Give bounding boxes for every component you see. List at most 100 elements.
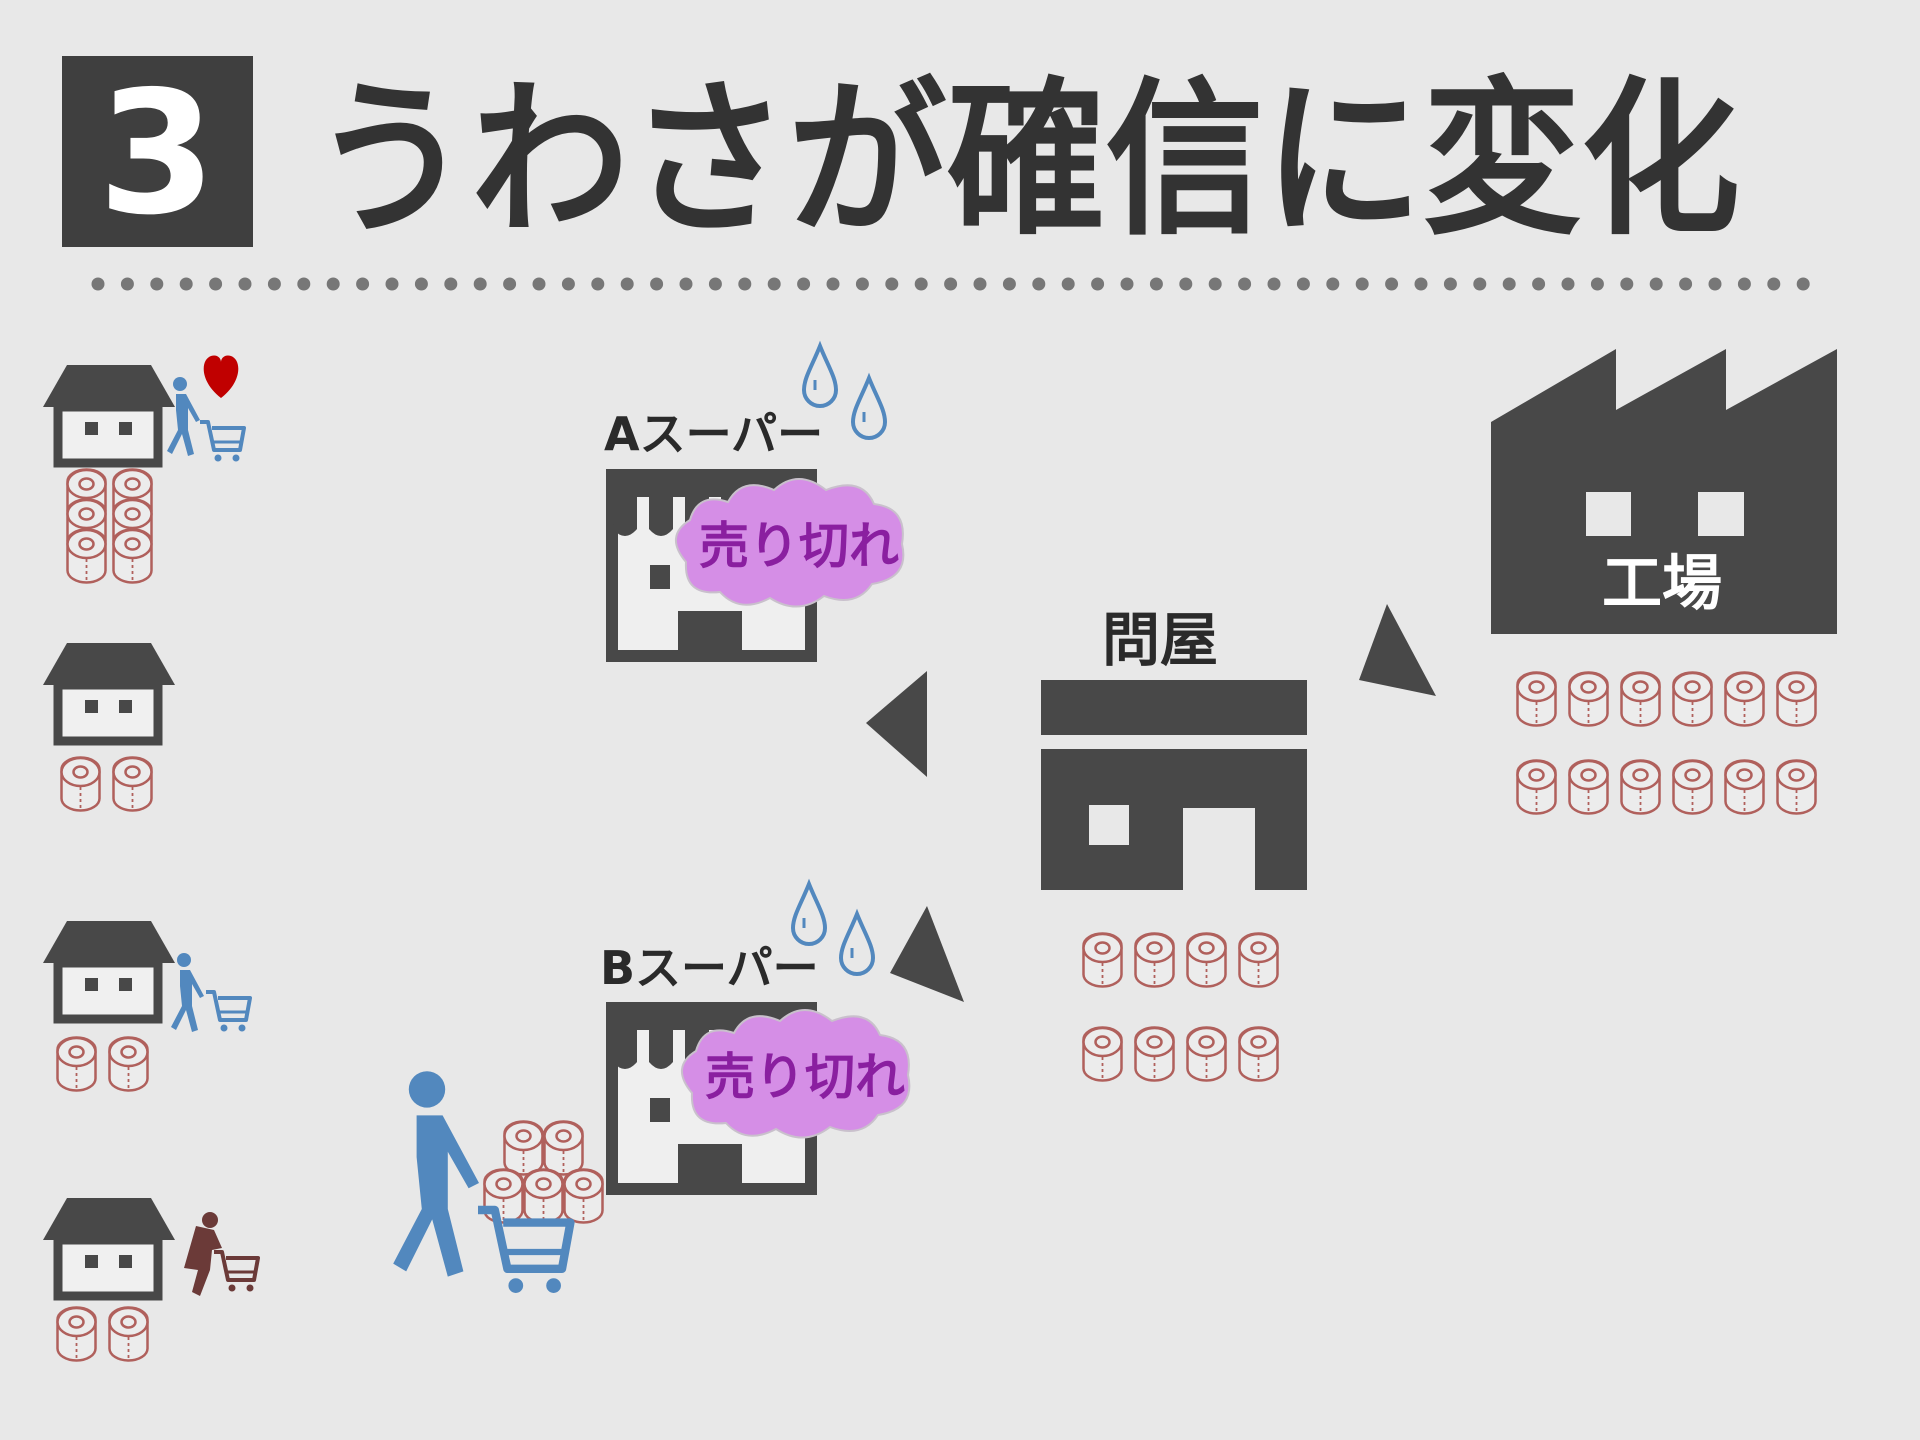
divider-dot bbox=[914, 277, 928, 291]
divider-dot bbox=[1120, 277, 1134, 291]
household-4 bbox=[43, 1198, 260, 1362]
rolls bbox=[56, 1036, 149, 1092]
sold-out-badge: 売り切れ bbox=[681, 1009, 911, 1139]
rolls bbox=[1516, 671, 1817, 815]
divider-dot bbox=[797, 277, 811, 291]
toilet-roll-icon bbox=[1186, 1026, 1227, 1082]
divider-dot bbox=[1032, 277, 1046, 291]
toilet-roll-icon bbox=[1724, 759, 1765, 815]
toilet-roll-icon bbox=[563, 1168, 604, 1224]
toilet-roll-icon bbox=[1776, 671, 1817, 727]
divider-dot bbox=[561, 277, 575, 291]
divider-dot bbox=[356, 277, 370, 291]
toilet-roll-icon bbox=[1134, 932, 1175, 988]
divider-dot bbox=[150, 277, 164, 291]
cart-icon bbox=[198, 420, 246, 464]
divider-dot bbox=[1179, 277, 1193, 291]
toilet-roll-icon bbox=[483, 1168, 524, 1224]
divider-dot bbox=[1532, 277, 1546, 291]
section-number-box bbox=[62, 56, 253, 247]
toilet-roll-icon bbox=[1082, 932, 1123, 988]
divider-dot bbox=[1561, 277, 1575, 291]
divider-dot bbox=[1767, 277, 1781, 291]
page-title: うわさが確信に変化 bbox=[312, 62, 1740, 258]
heart-icon bbox=[203, 355, 239, 398]
household-2 bbox=[43, 643, 175, 812]
store-a-label: Aスーパー bbox=[604, 407, 823, 461]
divider-dot bbox=[91, 277, 105, 291]
hoarding-shopper bbox=[393, 1071, 604, 1293]
sold-out-text: 売り切れ bbox=[699, 517, 899, 575]
cart-icon bbox=[478, 1210, 570, 1293]
divider-dot bbox=[1326, 277, 1340, 291]
shopper-icon bbox=[393, 1071, 479, 1277]
rolls bbox=[66, 468, 153, 584]
divider-dot bbox=[1443, 277, 1457, 291]
wholesaler: 問屋 bbox=[1041, 606, 1307, 1082]
divider-dot bbox=[326, 277, 340, 291]
store-a: Aスーパー 売り切れ bbox=[604, 344, 905, 656]
divider-dot bbox=[679, 277, 693, 291]
divider-dot bbox=[1796, 277, 1810, 291]
divider-dot bbox=[473, 277, 487, 291]
divider-dot bbox=[385, 277, 399, 291]
divider-dot bbox=[591, 277, 605, 291]
dotted-divider bbox=[91, 277, 1810, 291]
divider-dot bbox=[1414, 277, 1428, 291]
arrow-to-store-b bbox=[890, 906, 964, 1002]
store-b-label: Bスーパー bbox=[600, 941, 819, 995]
rolls bbox=[483, 1120, 604, 1224]
toilet-roll-icon bbox=[1238, 932, 1279, 988]
divider-dot bbox=[738, 277, 752, 291]
sweat-drop-icon bbox=[851, 376, 887, 440]
rolls bbox=[56, 1306, 149, 1362]
divider-dot bbox=[944, 277, 958, 291]
toilet-roll-icon bbox=[56, 1306, 97, 1362]
sweat-drop-icon bbox=[802, 344, 838, 408]
divider-dot bbox=[1355, 277, 1369, 291]
house-icon bbox=[43, 921, 175, 1019]
toilet-roll-icon bbox=[1620, 759, 1661, 815]
toilet-roll-icon bbox=[66, 528, 107, 584]
store-b: Bスーパー 売り切れ bbox=[600, 882, 911, 1189]
toilet-roll-icon bbox=[1724, 671, 1765, 727]
toilet-roll-icon bbox=[112, 528, 153, 584]
divider-dot bbox=[1590, 277, 1604, 291]
divider-dot bbox=[1649, 277, 1663, 291]
divider-dot bbox=[179, 277, 193, 291]
factory: 工場 bbox=[1491, 349, 1837, 815]
divider-dot bbox=[708, 277, 722, 291]
toilet-roll-icon bbox=[1672, 671, 1713, 727]
sold-out-badge: 売り切れ bbox=[675, 478, 905, 608]
divider-dot bbox=[120, 277, 134, 291]
divider-dot bbox=[238, 277, 252, 291]
rolls bbox=[1082, 932, 1279, 1082]
divider-dot bbox=[1679, 277, 1693, 291]
divider-dot bbox=[297, 277, 311, 291]
divider-dot bbox=[826, 277, 840, 291]
divider-dot bbox=[1149, 277, 1163, 291]
divider-dot bbox=[532, 277, 546, 291]
toilet-roll-icon bbox=[108, 1306, 149, 1362]
divider-dot bbox=[1002, 277, 1016, 291]
divider-dot bbox=[1296, 277, 1310, 291]
house-icon bbox=[43, 1198, 175, 1296]
divider-dot bbox=[1473, 277, 1487, 291]
divider-dot bbox=[1091, 277, 1105, 291]
sold-out-text: 売り切れ bbox=[705, 1048, 905, 1106]
divider-dot bbox=[503, 277, 517, 291]
toilet-roll-icon bbox=[1568, 671, 1609, 727]
sweat-drop-icon bbox=[791, 882, 827, 946]
divider-dot bbox=[1385, 277, 1399, 291]
divider-dot bbox=[1267, 277, 1281, 291]
divider-dot bbox=[1620, 277, 1634, 291]
section-number: 3 bbox=[98, 55, 216, 253]
toilet-roll-icon bbox=[1672, 759, 1713, 815]
shopper-woman-icon bbox=[184, 1212, 222, 1296]
divider-dot bbox=[1502, 277, 1516, 291]
toilet-roll-icon bbox=[1776, 759, 1817, 815]
cart-icon bbox=[212, 1250, 260, 1294]
toilet-roll-icon bbox=[1568, 759, 1609, 815]
toilet-roll-icon bbox=[1620, 671, 1661, 727]
cart-icon bbox=[204, 990, 252, 1034]
